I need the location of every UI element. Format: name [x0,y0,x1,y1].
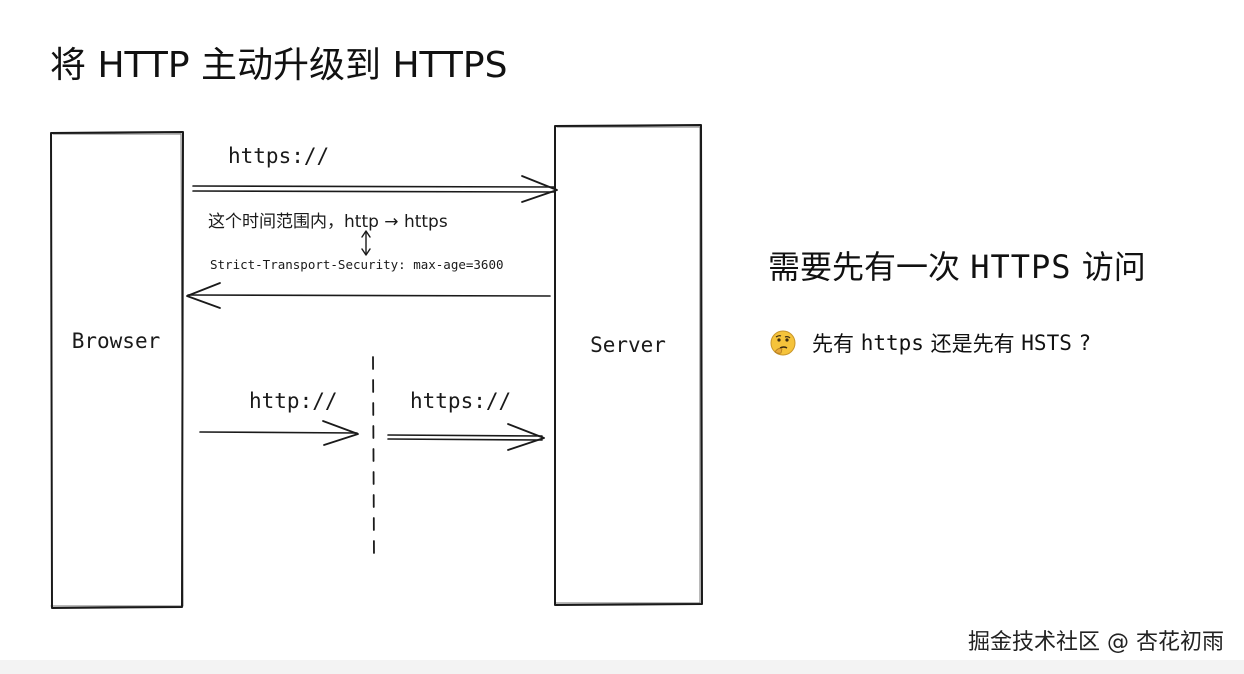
dashed-divider [372,356,375,559]
https-request-label: https:// [228,144,329,168]
page-title: 将 HTTP 主动升级到 HTTPS [50,45,508,86]
requirement-heading: 需要先有一次 HTTPS 访问 [768,242,1146,288]
server-box [554,124,703,606]
double-arrow-icon [361,230,371,256]
https-redirect-label: https:// [410,389,511,413]
question-prefix: 先有 [812,332,854,356]
http-request-arrow [199,420,359,446]
hsts-header-label: Strict-Transport-Security: max-age=3600 [210,257,504,272]
hsts-response-arrow [186,282,551,309]
heading-prefix: 需要先有一次 [768,248,961,286]
chicken-egg-question: 先有 https 还是先有 HSTS ? [770,328,1091,358]
question-mid: 还是先有 [930,332,1015,356]
internal-redirect-arrow [387,423,545,451]
heading-code: HTTPS [970,248,1072,286]
watermark: 掘金技术社区 @ 杏花初雨 [968,630,1224,655]
thinking-face-icon [770,330,796,356]
bottom-band [0,660,1244,674]
heading-suffix: 访问 [1081,248,1146,286]
http-request-label: http:// [249,389,338,413]
time-range-note: 这个时间范围内，http → https [208,212,448,232]
server-label: Server [590,333,666,357]
browser-box [50,131,184,609]
question-mark: ? [1078,331,1092,355]
browser-label: Browser [72,329,161,353]
https-request-arrow [192,175,558,203]
question-code-hsts: HSTS [1021,331,1072,355]
question-code-https: https [860,331,924,355]
